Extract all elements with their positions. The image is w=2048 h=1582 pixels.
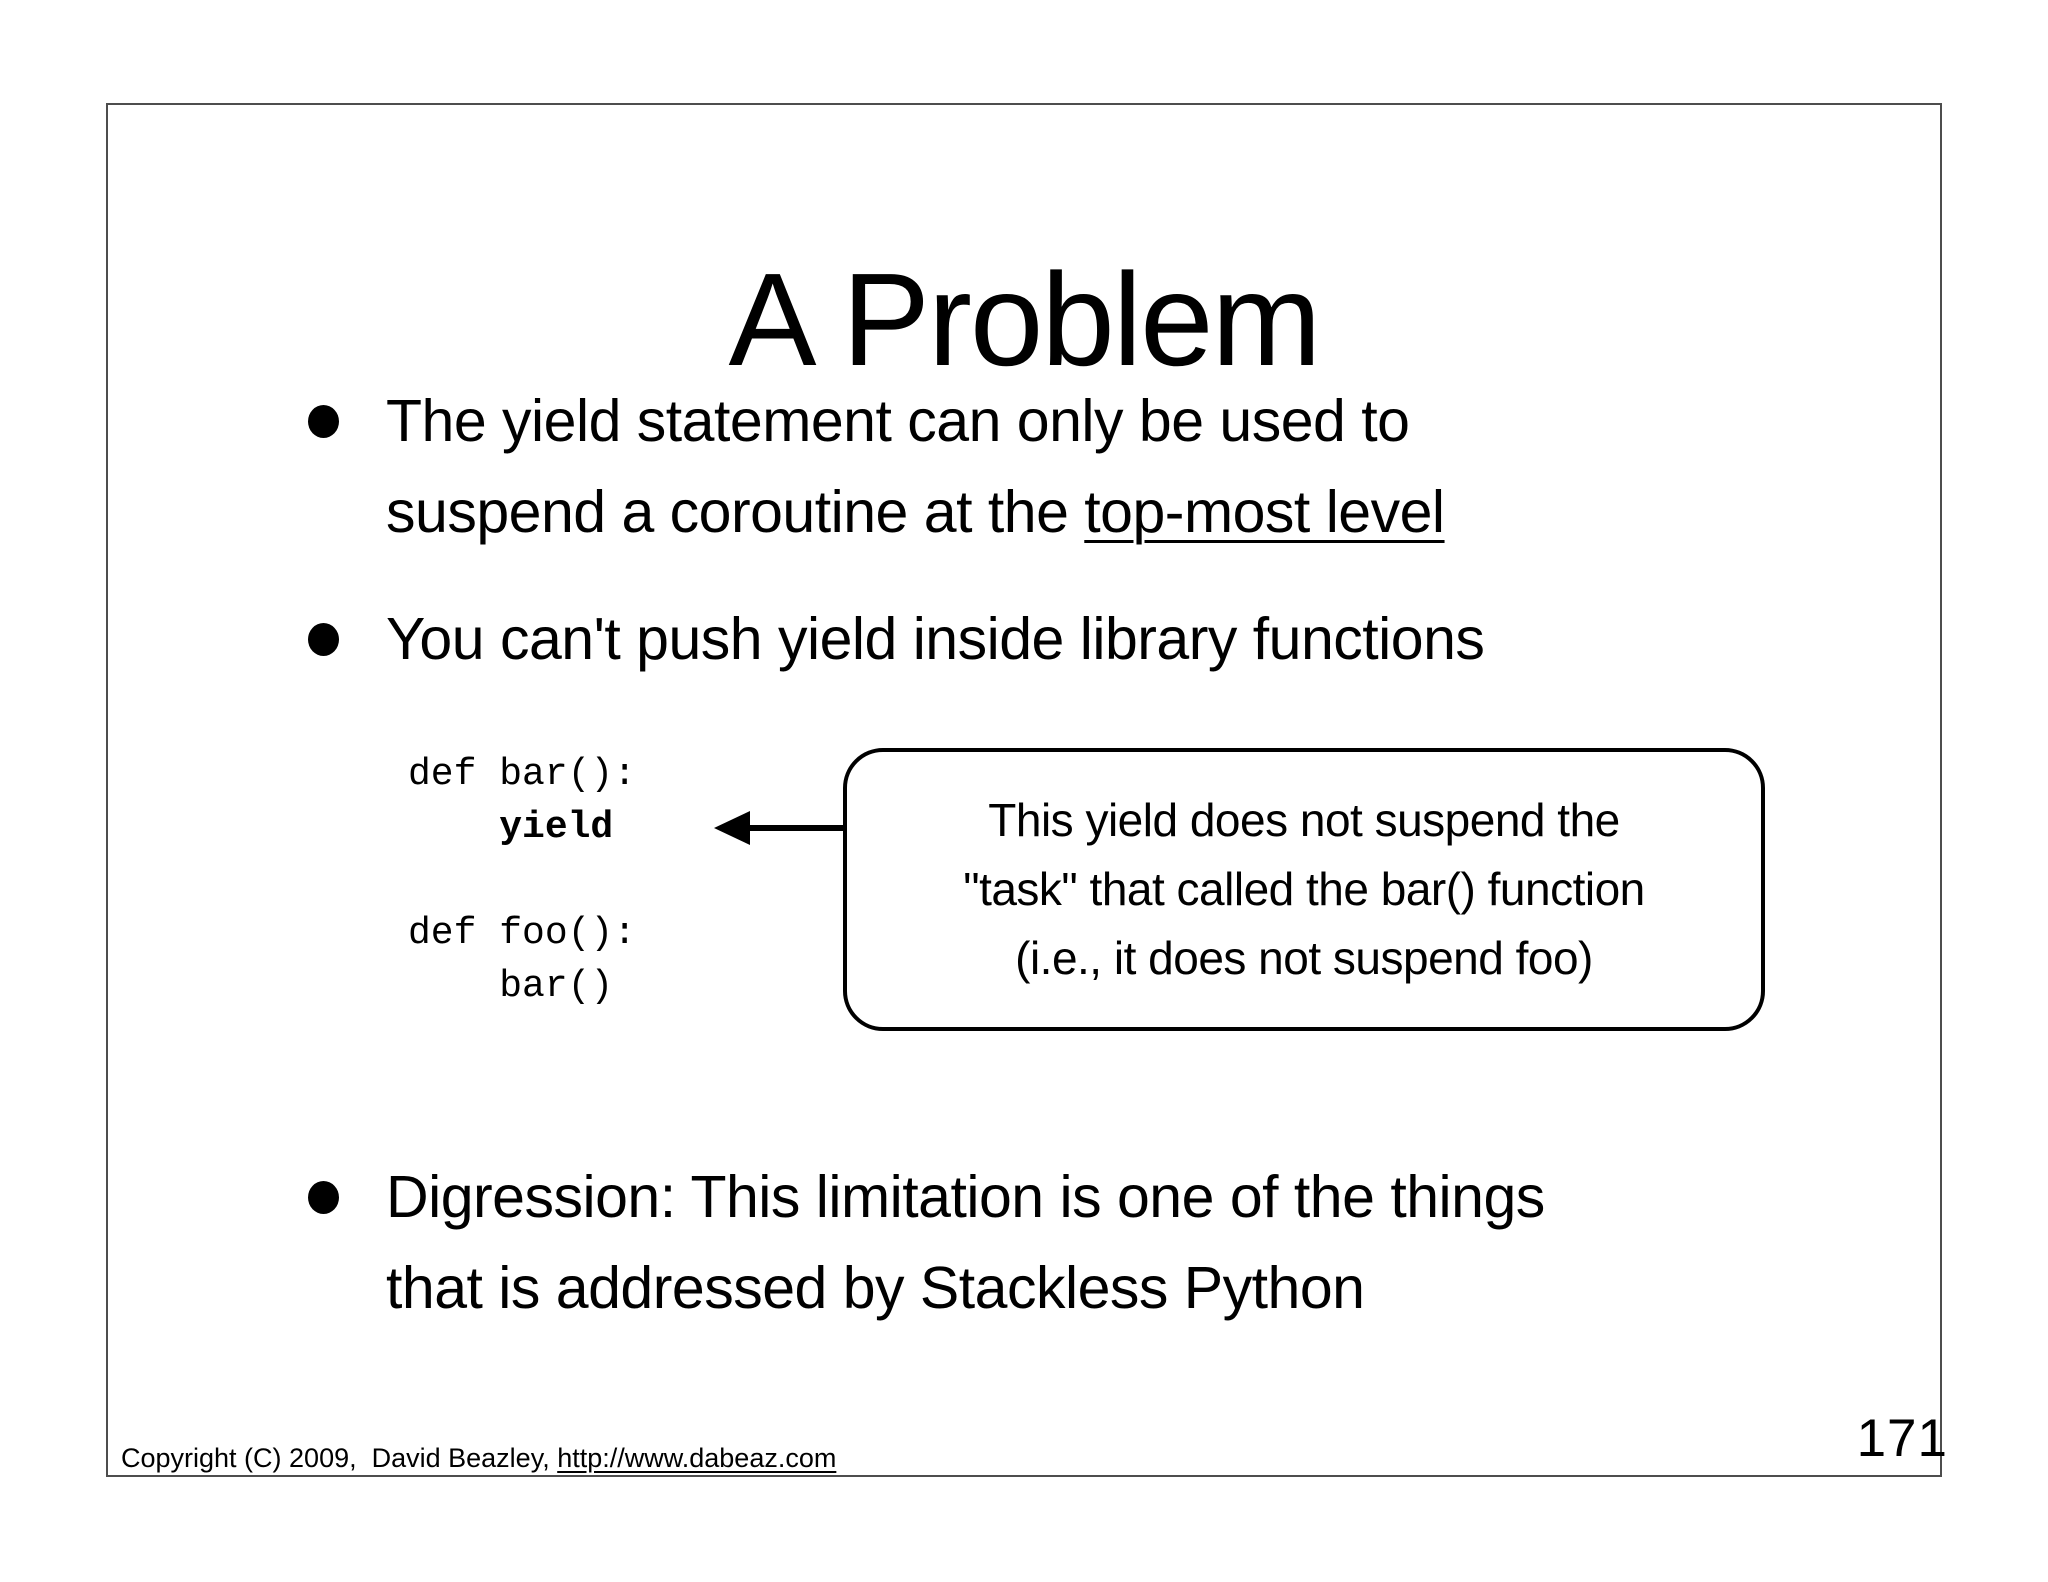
callout-box: This yield does not suspend the "task" t… <box>843 748 1765 1031</box>
bullet3-line2: that is addressed by Stackless Python <box>386 1255 1365 1321</box>
bullet3-line1: Digression: This limitation is one of th… <box>386 1164 1545 1230</box>
bullet-text: Digression: This limitation is one of th… <box>386 1152 1545 1334</box>
bullet-item-digression: Digression: This limitation is one of th… <box>308 1152 1828 1334</box>
code-line-bar-call: bar() <box>408 965 614 1008</box>
left-arrow-icon <box>710 800 850 856</box>
bullet-marker-icon <box>308 1181 339 1214</box>
page-title: A Problem <box>728 246 1322 394</box>
bullet1-line1: The yield statement can only be used to <box>386 388 1410 454</box>
bullet-text: The yield statement can only be used to … <box>386 376 1445 558</box>
code-line-yield: yield <box>408 801 636 854</box>
footer: Copyright (C) 2009, David Beazley, http:… <box>121 1442 836 1474</box>
bullet-marker-icon <box>308 623 339 656</box>
code-line-def-foo: def foo(): <box>408 912 637 955</box>
bullet2-text: You can't push yield inside library func… <box>386 606 1485 672</box>
code-line-def-bar: def bar(): <box>408 753 637 796</box>
bullet-item-yield-top-level: The yield statement can only be used to … <box>308 376 1728 558</box>
callout-line1: This yield does not suspend the <box>988 794 1620 846</box>
bullet1-line2-text: suspend a coroutine at the <box>386 479 1085 545</box>
page-number: 171 <box>1856 1409 1948 1468</box>
bullet-marker-icon <box>308 405 339 438</box>
callout-line3: (i.e., it does not suspend foo) <box>1015 932 1593 984</box>
bullet1-underlined-phrase: top-most level <box>1084 479 1445 545</box>
footer-link[interactable]: http://www.dabeaz.com <box>557 1443 837 1473</box>
code-line-blank <box>408 854 636 907</box>
yield-keyword: yield <box>499 806 614 849</box>
code-block: def bar(): yield def foo(): bar() <box>408 748 636 1013</box>
bullet-item-library-functions: You can't push yield inside library func… <box>308 594 1788 685</box>
code-indent <box>408 806 499 849</box>
callout-line2: "task" that called the bar() function <box>963 863 1645 915</box>
footer-copyright: Copyright (C) 2009, David Beazley, <box>121 1443 558 1473</box>
